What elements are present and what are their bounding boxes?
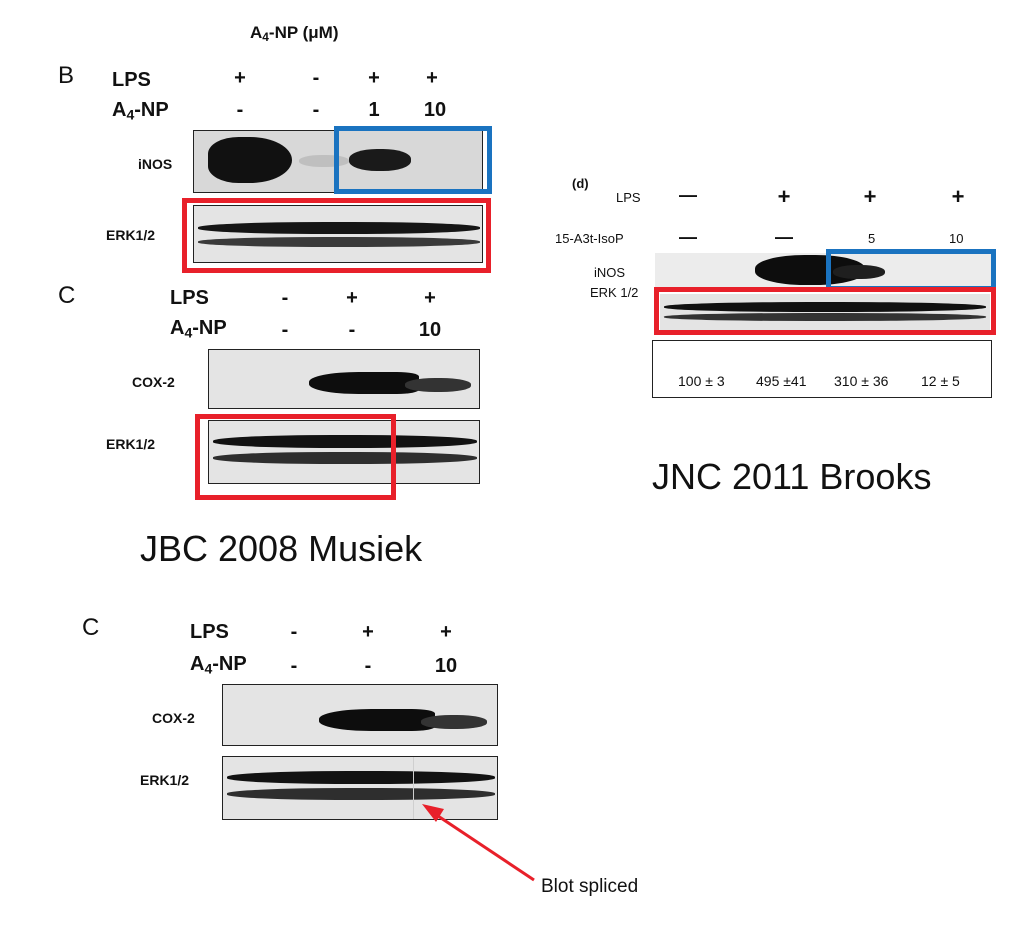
- panel-c1-lps-lane-2: +: [346, 287, 358, 309]
- panel-b-a4np-lane-3: 1: [368, 99, 380, 121]
- panel-c2-a4np-label: A4-NP: [190, 653, 247, 677]
- d-inos-band-lane-3: [833, 265, 885, 279]
- panel-c2-cox2-blot: [222, 684, 498, 746]
- panel-b-inos-label: iNOS: [138, 156, 173, 172]
- panel-d-lps-label: LPS: [616, 190, 641, 205]
- inos-band-lane-1: [208, 137, 292, 183]
- erk-band-row-1: [198, 222, 480, 234]
- arrow-shaft: [431, 810, 535, 882]
- panel-b-lps-label: LPS: [112, 69, 151, 91]
- panel-d-lps-lane-1: —: [679, 185, 697, 205]
- panel-c2-lps-lane-1: -: [290, 621, 298, 643]
- panel-d-inos-blot: [655, 253, 993, 287]
- c2-cox2-band-lane-2: [319, 709, 435, 731]
- panel-c2-erk-label: ERK1/2: [140, 772, 190, 788]
- panel-d-isop-label: 15-A3t-IsoP: [555, 231, 624, 246]
- d-erk-band-row-1: [664, 302, 986, 312]
- c2-cox2-band-lane-3: [421, 715, 487, 729]
- c2-erk-band-row-1: [227, 771, 495, 784]
- panel-d-letter: (d): [572, 176, 589, 191]
- panel-d-lps-lane-2: +: [777, 184, 791, 209]
- panel-c2-erk-blot: [222, 756, 498, 820]
- panel-b-lps-lane-2: -: [312, 67, 320, 89]
- panel-c2-a4np-lane-1: -: [290, 655, 298, 677]
- panel-c1-letter: C: [58, 282, 76, 309]
- panel-c1-cox2-blot: [208, 349, 480, 409]
- panel-d-erk-label: ERK 1/2: [590, 285, 639, 300]
- c1-erk-band-row-1: [213, 435, 477, 448]
- panel-c1-lps-label: LPS: [170, 287, 209, 309]
- panel-d-inos-label: iNOS: [594, 265, 626, 280]
- cox2-band-lane-2: [309, 372, 419, 394]
- panel-c1-a4np-label: A4-NP: [170, 317, 227, 341]
- panel-d-isop-lane-1: —: [679, 227, 697, 247]
- panel-d-isop-lane-3: 5: [868, 231, 876, 246]
- panel-d-quantification-box: [652, 340, 992, 398]
- d-erk-band-row-2: [664, 313, 986, 321]
- panel-b-erk-label: ERK1/2: [106, 227, 156, 243]
- panel-b-a4np-lane-4: 10: [423, 99, 447, 121]
- c1-erk-band-row-2: [213, 452, 477, 464]
- splice-seam: [413, 757, 414, 819]
- panel-d-lps-lane-3: +: [863, 184, 877, 209]
- panel-c1-a4np-lane-3: 10: [418, 319, 442, 341]
- panel-d-isop-lane-2: —: [775, 227, 793, 247]
- panel-d-quant-lane-3: 310 ± 36: [834, 373, 889, 389]
- c2-erk-band-row-2: [227, 788, 495, 800]
- panel-c2-a4np-lane-3: 10: [434, 655, 458, 677]
- panel-d-quant-lane-2: 495 ±41: [756, 373, 807, 389]
- panel-b-lps-lane-1: +: [234, 67, 246, 89]
- panel-b-lps-lane-3: +: [368, 67, 380, 89]
- panel-c2-cox2-label: COX-2: [152, 710, 195, 726]
- panel-c2-letter: C: [82, 614, 100, 641]
- panel-d-quant-lane-4: 12 ± 5: [921, 373, 960, 389]
- panel-b-letter: B: [58, 62, 75, 89]
- panel-c1-erk-blot: [208, 420, 480, 484]
- panel-b-erk-blot: [193, 205, 483, 263]
- panel-c2-lps-lane-2: +: [362, 621, 374, 643]
- panel-d-isop-lane-4: 10: [949, 231, 964, 246]
- panel-c1-cox2-label: COX-2: [132, 374, 175, 390]
- panel-d-quant-lane-1: 100 ± 3: [678, 373, 725, 389]
- panel-c1-a4np-lane-1: -: [281, 319, 289, 341]
- panel-d-lps-lane-4: +: [951, 184, 965, 209]
- panel-b-a4np-lane-2: -: [312, 99, 320, 121]
- panel-c2-a4np-lane-2: -: [364, 655, 372, 677]
- caption-jnc-2011-brooks: JNC 2011 Brooks: [652, 456, 932, 497]
- panel-c2-lps-lane-3: +: [440, 621, 452, 643]
- panel-b-lps-lane-4: +: [426, 67, 438, 89]
- a4np-concentration-header: A4-NP (μM): [250, 23, 339, 44]
- cox2-band-lane-3: [405, 378, 471, 392]
- panel-c1-lps-lane-1: -: [281, 287, 289, 309]
- panel-c1-a4np-lane-2: -: [348, 319, 356, 341]
- panel-c2-lps-label: LPS: [190, 621, 229, 643]
- arrow-head: [422, 804, 444, 822]
- panel-b-a4np-lane-1: -: [236, 99, 244, 121]
- caption-jbc-2008-musiek: JBC 2008 Musiek: [140, 528, 423, 569]
- panel-b-a4np-label: A4-NP: [112, 99, 169, 123]
- panel-c1-lps-lane-3: +: [424, 287, 436, 309]
- panel-c1-erk-label: ERK1/2: [106, 436, 156, 452]
- inos-band-lane-3: [349, 149, 411, 171]
- erk-band-row-2: [198, 237, 480, 247]
- panel-d-erk-blot: [660, 294, 990, 330]
- blot-spliced-label: Blot spliced: [541, 876, 639, 897]
